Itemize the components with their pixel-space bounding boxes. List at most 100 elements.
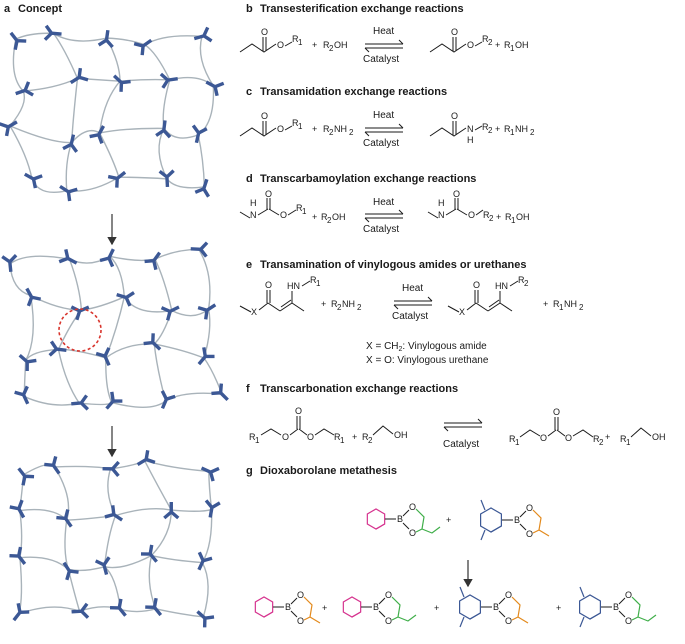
oxygen-atom: O — [385, 616, 392, 626]
svg-text:O: O — [473, 280, 480, 290]
crosslink-node — [105, 391, 123, 410]
oxygen-atom: O — [625, 590, 632, 600]
crosslink-node — [9, 499, 26, 519]
crosslink-node — [109, 598, 127, 617]
amine-reagent: R 2 NH 2 — [323, 124, 354, 137]
polymer-chain — [54, 465, 111, 470]
svg-text:O: O — [265, 280, 272, 290]
crosslink-node — [191, 124, 208, 144]
polymer-chain — [52, 32, 79, 79]
ethyl-substituent — [397, 614, 417, 622]
equilibrium-arrow — [443, 418, 483, 432]
svg-text:1: 1 — [626, 438, 631, 447]
svg-text:X: X — [251, 307, 257, 317]
svg-text:O: O — [277, 40, 284, 50]
svg-text:NH: NH — [334, 124, 347, 134]
oxygen-atom: O — [385, 590, 392, 600]
oxygen-atom: O — [409, 528, 416, 538]
alcohol-byproduct: R 1 OH — [505, 212, 530, 225]
svg-text:+: + — [312, 40, 317, 50]
ring-backbone — [303, 596, 313, 621]
equilibrium-arrow — [364, 209, 404, 223]
svg-text:+: + — [312, 124, 317, 134]
methyl-group — [579, 586, 585, 598]
svg-text:1: 1 — [316, 279, 321, 288]
crosslink-node — [12, 602, 30, 622]
network-original — [0, 24, 225, 202]
plus-sign: + — [322, 603, 327, 613]
polymer-chain — [171, 508, 212, 512]
crosslink-node — [107, 170, 127, 188]
plus-sign: + — [556, 603, 561, 613]
crosslink-node — [97, 29, 114, 49]
polymer-chain — [9, 125, 33, 179]
panel-a: a Concept — [0, 3, 229, 628]
svg-text:N: N — [467, 124, 474, 134]
svg-text:O: O — [307, 432, 314, 442]
ethyl-substituent — [637, 614, 657, 622]
crosslink-node — [145, 597, 163, 617]
svg-text:R: R — [249, 432, 256, 442]
alcohol-reagent: R 2 OH — [321, 212, 346, 225]
methyl-group — [480, 529, 486, 541]
svg-text:O: O — [261, 27, 268, 37]
carbamate-product: H N O O R 2 — [427, 189, 494, 223]
svg-text:1: 1 — [515, 438, 520, 447]
svg-text:O: O — [280, 210, 287, 220]
panel-g: g Dioxaborolane metathesis BOO+BOOBOO+BO… — [246, 465, 657, 628]
crosslink-node — [18, 353, 37, 372]
svg-text:R: R — [331, 299, 338, 309]
svg-text:2: 2 — [489, 214, 494, 223]
ester-reactant: O O R 1 — [239, 27, 303, 53]
svg-text:R: R — [323, 124, 330, 134]
polymer-chain — [154, 248, 199, 260]
methyl-group — [480, 499, 486, 511]
polymer-chain — [166, 178, 205, 189]
svg-text:+: + — [352, 432, 357, 442]
polymer-chain — [65, 142, 73, 191]
svg-text:2: 2 — [530, 128, 535, 137]
ring-backbone — [415, 508, 425, 533]
crosslink-node — [194, 178, 211, 198]
svg-text:1: 1 — [298, 122, 303, 131]
ethyl-substituent — [421, 526, 441, 534]
polymer-chain — [104, 554, 152, 569]
svg-text:+: + — [543, 299, 548, 309]
crosslink-node — [71, 602, 90, 619]
crosslink-node — [56, 509, 73, 528]
polymer-chain — [70, 78, 79, 143]
svg-text:NH: NH — [515, 124, 528, 134]
svg-text:+: + — [312, 212, 317, 222]
catalyst-label: Catalyst — [363, 138, 399, 149]
equilibrium-arrow — [364, 123, 404, 137]
crosslink-node — [190, 241, 209, 258]
crosslink-node — [9, 31, 27, 51]
crosslink-node — [133, 38, 153, 56]
svg-text:R: R — [504, 124, 511, 134]
svg-text:2: 2 — [349, 128, 354, 137]
polymer-chain — [9, 125, 72, 144]
amine-byproduct: R 1 NH 2 — [553, 299, 584, 312]
svg-text:+: + — [495, 124, 500, 134]
ring-backbone — [631, 596, 641, 621]
crosslink-node — [160, 390, 176, 410]
polymer-chain — [143, 460, 172, 511]
crosslink-node — [136, 450, 156, 467]
crosslink-node — [43, 24, 62, 41]
crosslink-node — [48, 340, 67, 357]
polymer-chain — [120, 608, 156, 613]
polymer-chain — [53, 32, 107, 42]
panel-d: d Transcarbamoylation exchange reactions… — [239, 173, 530, 235]
panel-d-letter: d — [246, 173, 253, 185]
vinylogous-product: X O HN R 2 — [447, 275, 529, 317]
svg-text:R: R — [518, 275, 525, 285]
polymer-chain — [24, 395, 80, 406]
panel-c: c Transamidation exchange reactions O O … — [239, 86, 535, 149]
polymer-chain — [150, 510, 172, 557]
crosslink-node — [197, 303, 217, 320]
crosslink-node — [204, 499, 221, 518]
polymer-chain — [201, 509, 213, 563]
panel-c-title: Transamidation exchange reactions — [260, 86, 447, 98]
svg-text:O: O — [295, 406, 302, 416]
crosslink-node — [94, 556, 111, 575]
